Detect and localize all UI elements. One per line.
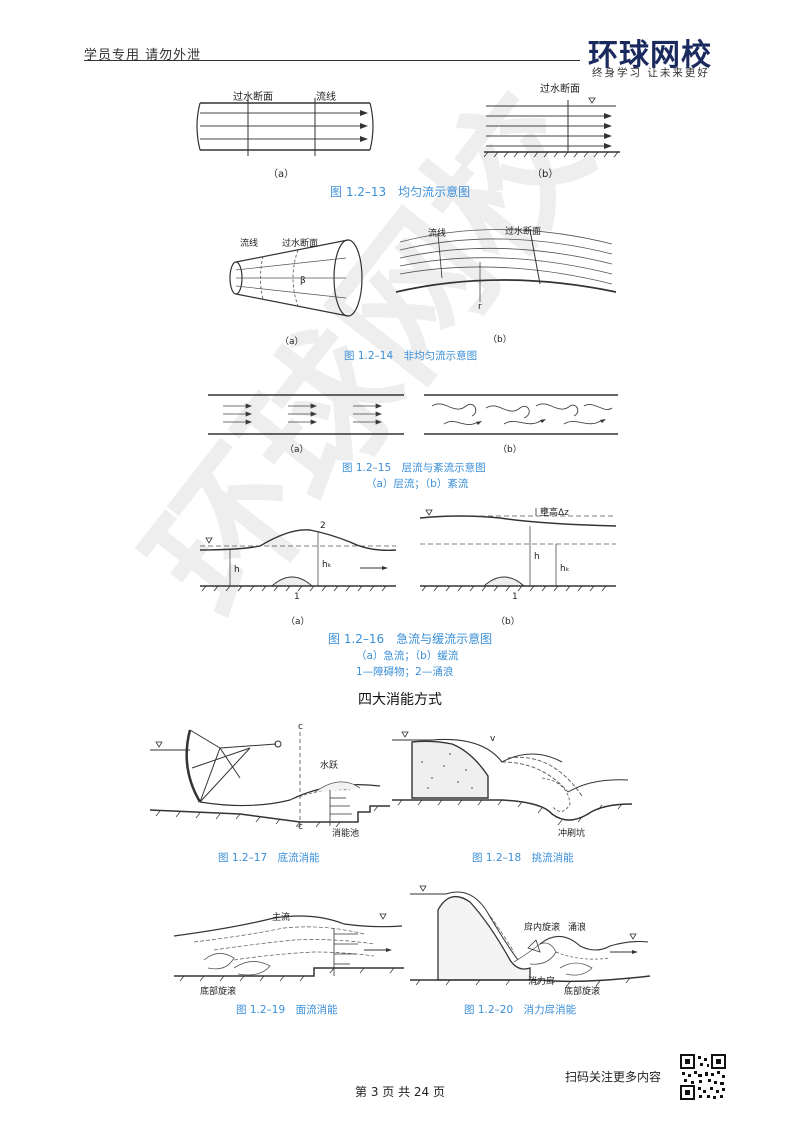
- fig18-diagram: [392, 731, 633, 826]
- fig17-caption: 图 1.2–17 底流消能: [218, 852, 320, 864]
- brand-slogan: 终身学习 让未来更好: [592, 67, 710, 79]
- page-number: 第 3 页 共 24 页: [355, 1085, 445, 1099]
- fig13-diagram-b: [483, 97, 620, 158]
- fig20-label-roller: 戽内旋滚: [524, 923, 561, 933]
- qr-code-icon[interactable]: [680, 1054, 726, 1100]
- fig20-label-surge: 涌浪: [568, 923, 587, 933]
- fig18-caption: 图 1.2–18 挑流消能: [472, 852, 574, 864]
- fig16-label-1b: 1: [512, 592, 518, 602]
- fig14-label-streamline-a: 流线: [240, 239, 259, 249]
- fig13-label-streamline-a: 流线: [316, 92, 336, 103]
- fig16-diagram-a: [199, 529, 397, 592]
- fig14-label-section-a: 过水断面: [282, 239, 319, 249]
- fig16-caption: 图 1.2–16 急流与缓流示意图: [328, 632, 493, 646]
- brand-logo: 环球网校: [588, 38, 712, 73]
- fig14-label-r: r: [478, 302, 482, 312]
- fig19-label-main: 主流: [272, 913, 291, 923]
- scan-prompt: 扫码关注更多内容: [565, 1070, 662, 1084]
- fig17-diagram: [149, 729, 390, 828]
- header-note: 学员专用 请勿外泄: [84, 48, 202, 63]
- fig14-sub-b: （b）: [488, 335, 512, 345]
- fig20-diagram: [410, 885, 651, 988]
- fig17-label-c-top: c: [298, 722, 303, 732]
- fig15-diagram-b: [424, 394, 618, 435]
- fig16-subcaption2: 1—障碍物；2—涌浪: [356, 666, 454, 678]
- fig14-label-beta: β: [300, 276, 306, 286]
- fig13-label-section-b: 过水断面: [540, 84, 580, 95]
- fig18-label-v: v: [490, 734, 496, 744]
- fig19-label-bottom: 底部旋滚: [200, 987, 237, 997]
- fig13-caption: 图 1.2–13 均匀流示意图: [330, 185, 471, 199]
- fig15-sub-a: （a）: [285, 445, 309, 455]
- fig19-caption: 图 1.2–19 面流消能: [236, 1004, 338, 1016]
- fig14-caption: 图 1.2–14 非均匀流示意图: [344, 350, 478, 362]
- fig16-label-hk: hₖ: [322, 560, 332, 570]
- fig19-diagram: [173, 913, 404, 982]
- fig14-label-section-b: 过水断面: [505, 227, 542, 237]
- fig16-sub-a: （a）: [286, 617, 310, 627]
- fig16-label-h: h: [234, 565, 240, 575]
- fig16-label-hk-b: hₖ: [560, 564, 570, 574]
- fig17-label-basin: 消能池: [332, 829, 360, 839]
- fig15-diagram-a: [208, 394, 404, 435]
- fig15-sub-b: （b）: [498, 445, 522, 455]
- fig13-diagram-a: [196, 98, 374, 156]
- fig20-caption: 图 1.2–20 消力戽消能: [464, 1004, 577, 1016]
- fig16-sub-b: （b）: [496, 617, 520, 627]
- fig16-label-h-b: h: [534, 552, 540, 562]
- fig14-diagram-a: [229, 239, 363, 317]
- fig13-label-section-a: 过水断面: [233, 92, 273, 103]
- header-divider: [84, 60, 580, 61]
- fig15-subcaption: （a）层流；（b）紊流: [366, 478, 469, 490]
- fig16-label-rise: 壅高Δz: [540, 508, 569, 518]
- fig14-label-streamline-b: 流线: [428, 229, 447, 239]
- fig13-sub-a: （a）: [268, 169, 295, 180]
- fig16-label-1a: 1: [294, 592, 300, 602]
- fig16-label-2: 2: [320, 521, 326, 531]
- section-title: 四大消能方式: [358, 692, 442, 708]
- fig18-label-scour: 冲刷坑: [558, 829, 586, 839]
- fig16-subcaption1: （a）急流；（b）缓流: [356, 650, 459, 662]
- fig14-sub-a: （a）: [280, 337, 304, 347]
- fig20-label-bottom: 底部旋滚: [564, 987, 601, 997]
- fig20-label-bucket: 消力戽: [528, 977, 556, 987]
- fig13-sub-b: （b）: [532, 169, 559, 180]
- fig16-diagram-b: [419, 508, 617, 592]
- fig17-label-c-bottom: c: [298, 822, 303, 832]
- fig17-label-jump: 水跃: [320, 761, 339, 771]
- fig14-diagram-b: [395, 229, 617, 302]
- fig15-caption: 图 1.2–15 层流与紊流示意图: [342, 462, 486, 474]
